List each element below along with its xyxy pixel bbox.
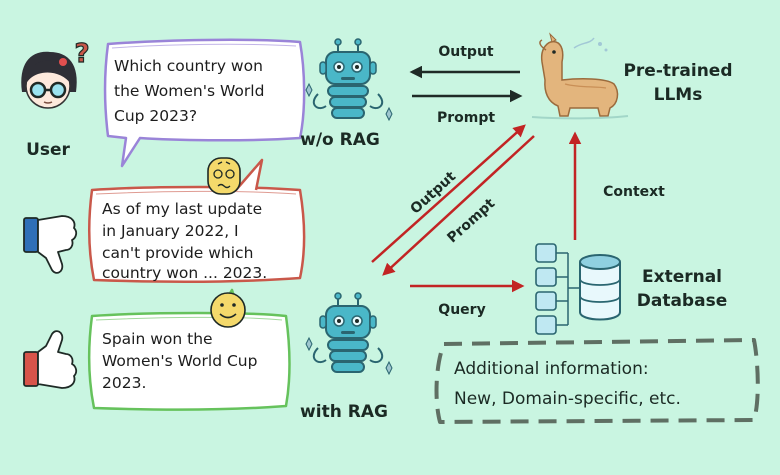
info-line-2: New, Domain-specific, etc. [454, 389, 681, 409]
output-top-label: Output [438, 44, 494, 60]
database-label-line-1: External [642, 267, 722, 287]
bad-answer-bubble [87, 158, 306, 283]
smile-emoji-icon [210, 292, 246, 328]
good-answer-line-3: 2023. [102, 374, 146, 392]
output-arrow-diag [371, 124, 526, 263]
user-avatar-icon [21, 51, 77, 109]
question-line-2: the Women's World [114, 82, 264, 100]
good-answer-line-2: Women's World Cup [102, 352, 257, 370]
robot-icon [305, 292, 393, 375]
database-icon [535, 243, 621, 335]
llm-label-line-2: LLMs [654, 85, 703, 105]
bad-answer-line-4: country won ... 2023. [102, 264, 267, 282]
database-label-line-2: Database [637, 291, 727, 311]
info-line-1: Additional information: [454, 359, 649, 379]
good-answer-line-1: Spain won the [102, 330, 213, 348]
bad-answer-line-2: in January 2022, I [102, 222, 239, 240]
llm-label-line-1: Pre-trained [623, 61, 732, 81]
confused-emoji-icon [207, 157, 241, 195]
robot-bottom-label: with RAG [300, 402, 388, 422]
robot-top-label: w/o RAG [300, 130, 380, 150]
prompt-diag-label: Prompt [444, 195, 498, 246]
question-line-1: Which country won [114, 57, 263, 75]
prompt-top-label: Prompt [437, 110, 495, 126]
context-label: Context [603, 184, 665, 200]
thumbs-up-icon [23, 330, 78, 389]
thumbs-down-icon [23, 215, 78, 274]
question-line-3: Cup 2023? [114, 107, 197, 125]
svg-text:?: ? [74, 39, 89, 69]
info-box [434, 338, 760, 424]
query-label: Query [438, 302, 485, 318]
llama-icon [531, 32, 629, 120]
question-bubble [103, 38, 306, 168]
bad-answer-line-3: can't provide which [102, 244, 253, 262]
robot-icon [305, 38, 393, 121]
question-mark-icon: ? [74, 38, 90, 69]
user-label: User [26, 140, 70, 160]
bad-answer-line-1: As of my last update [102, 200, 262, 218]
prompt-arrow-diag [382, 135, 535, 276]
